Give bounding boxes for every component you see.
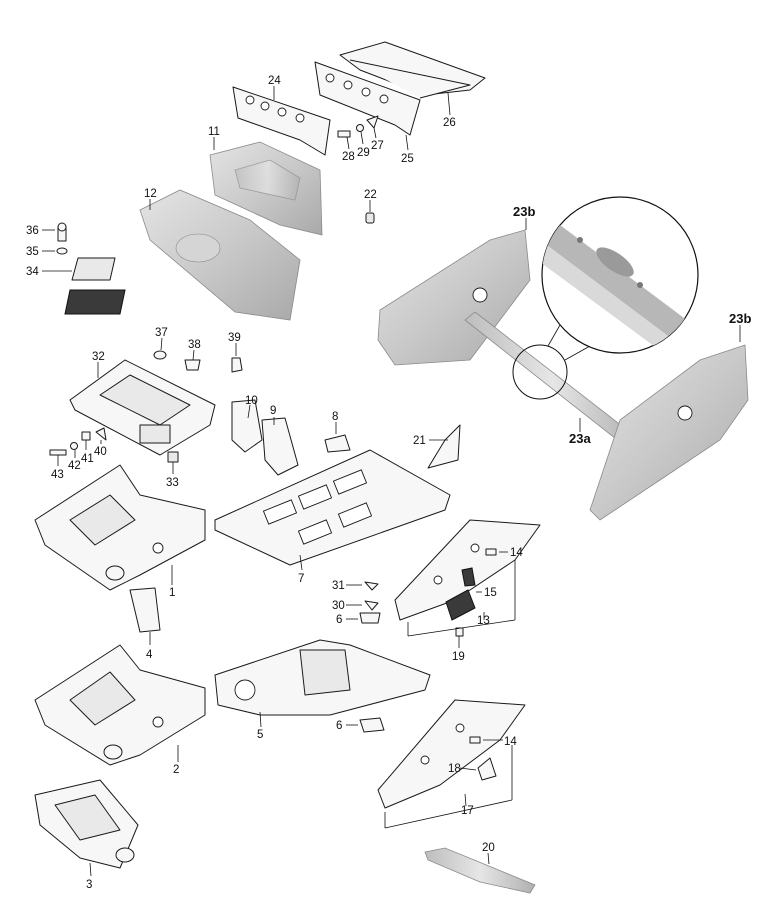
- label-6-upper: 6: [336, 614, 342, 626]
- part-22-plug: 22: [364, 189, 377, 224]
- part-21-corner-plate: 21: [413, 424, 461, 469]
- label-15: 15: [484, 587, 497, 599]
- label-27: 27: [371, 140, 384, 152]
- parts-33-40-43-fasteners: 43 42 41 40 33: [49, 427, 179, 489]
- part-1-front-axle-beam-complete: 1: [34, 464, 206, 599]
- label-36: 36: [26, 225, 39, 237]
- label-14-upper: 14: [510, 547, 523, 559]
- label-35: 35: [26, 246, 39, 258]
- parts-9-10-brackets: 10 9: [231, 395, 299, 476]
- part-12-front-floor-pan-photo: 12: [139, 188, 301, 321]
- label-3: 3: [86, 879, 92, 891]
- label-23a: 23a: [569, 431, 591, 446]
- parts-37-39-small-fittings: 37 38 39: [153, 327, 243, 373]
- label-38: 38: [188, 339, 201, 351]
- label-39: 39: [228, 332, 241, 344]
- label-18: 18: [448, 763, 461, 775]
- part-3-front-axle-carrier: 3: [34, 779, 139, 891]
- label-20: 20: [482, 842, 495, 854]
- label-2: 2: [173, 764, 179, 776]
- label-9: 9: [270, 405, 276, 417]
- part-26-rear-upper-panel: 26: [339, 41, 486, 129]
- part-20-sill-strip-photo: 20: [424, 842, 536, 894]
- part-32-battery-tray-panel: 32: [69, 351, 216, 456]
- label-13: 13: [477, 615, 490, 627]
- label-29: 29: [357, 147, 370, 159]
- label-11: 11: [208, 126, 220, 138]
- part-6-lower-plate: 6: [336, 717, 385, 733]
- label-23b-left: 23b: [513, 204, 535, 219]
- label-41: 41: [81, 453, 94, 465]
- label-5: 5: [257, 729, 263, 741]
- part-13-side-member-assembly: 14 15 13 19: [394, 519, 541, 663]
- part-17-side-member-assembly: 14 18 17: [377, 699, 526, 829]
- label-17: 17: [461, 805, 474, 817]
- part-11-rear-floor-pan-photo: 11: [208, 126, 323, 236]
- label-12: 12: [144, 188, 157, 200]
- part-4-mounting-plate: 4: [129, 587, 161, 661]
- parts-6-30-31-small-plates: 31 30 6: [332, 580, 381, 626]
- parts-34-36-cover-and-fasteners: 36 35 34: [26, 222, 126, 315]
- label-19: 19: [452, 651, 465, 663]
- part-23-crossmember-assembly-photo: 23b 23b 23a: [377, 196, 751, 521]
- label-4: 4: [146, 649, 153, 661]
- label-31: 31: [332, 580, 345, 592]
- parts-27-29-hardware: 28 29 27: [337, 115, 384, 163]
- label-24: 24: [268, 75, 281, 87]
- label-33: 33: [166, 477, 179, 489]
- part-7-front-floor-section: 7: [214, 449, 451, 585]
- part-25-rear-cross-panel: 25: [314, 61, 421, 165]
- label-32: 32: [92, 351, 105, 363]
- label-14-lower: 14: [504, 736, 517, 748]
- label-8: 8: [332, 411, 338, 423]
- label-43: 43: [51, 469, 64, 481]
- label-22: 22: [364, 189, 377, 201]
- part-24-bulkhead-panel: 24: [232, 75, 331, 156]
- label-42: 42: [68, 460, 81, 472]
- part-8-gusset: 8: [324, 411, 351, 453]
- label-40: 40: [94, 446, 107, 458]
- part-5-front-frame-head: 5: [214, 639, 431, 741]
- part-2-front-axle-beam: 2: [34, 644, 206, 776]
- label-28: 28: [342, 151, 355, 163]
- label-26: 26: [443, 117, 456, 129]
- label-6-lower: 6: [336, 720, 342, 732]
- label-7: 7: [298, 573, 304, 585]
- label-10: 10: [245, 395, 258, 407]
- label-1: 1: [169, 587, 175, 599]
- label-21: 21: [413, 435, 426, 447]
- label-23b-right: 23b: [729, 311, 751, 326]
- label-37: 37: [155, 327, 168, 339]
- label-30: 30: [332, 600, 345, 612]
- label-34: 34: [26, 266, 39, 278]
- label-25: 25: [401, 153, 414, 165]
